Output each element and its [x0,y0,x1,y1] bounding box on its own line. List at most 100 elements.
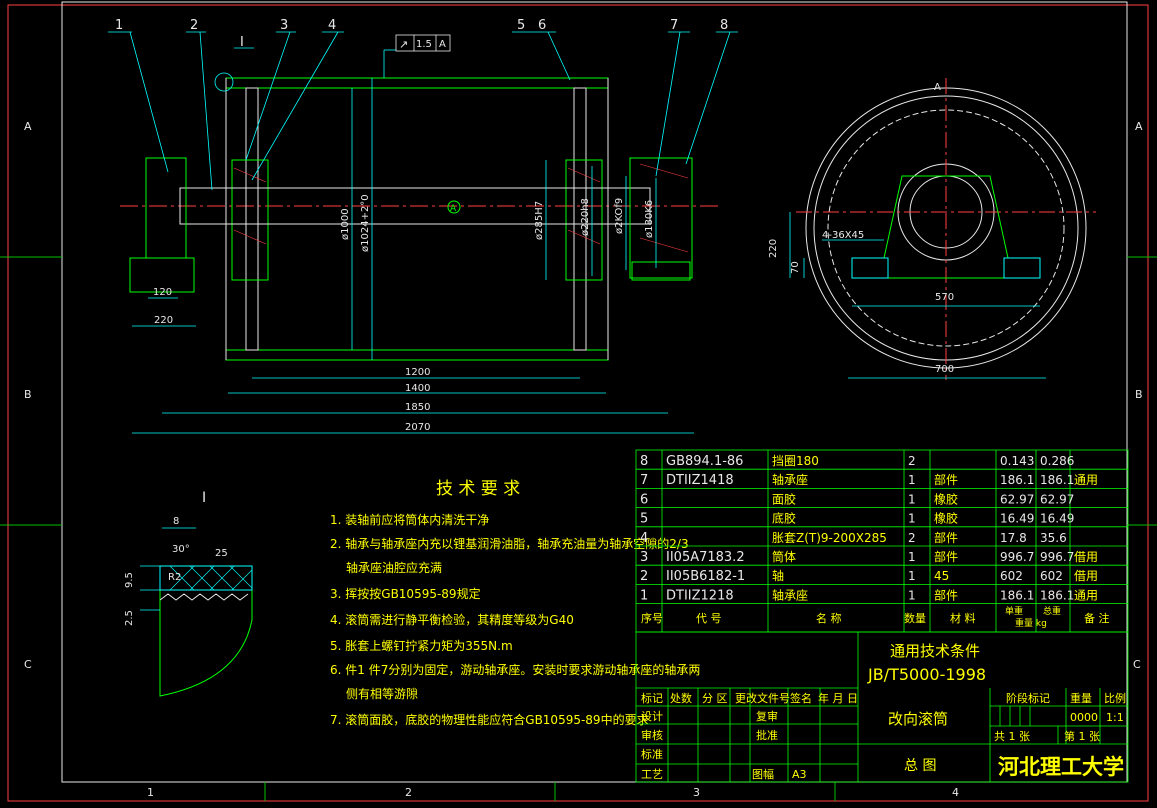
bom-cell-mat: 部件 [934,549,958,564]
bom-cell-name: 轴 [772,568,784,583]
bom-cell-qty: 1 [908,550,916,564]
callout-8: 8 [720,18,728,33]
bom-cell-code: II05B6182-1 [666,569,745,584]
bom-cell-w2: 186.1 [1040,588,1074,602]
dim-d1000: ø1000 [340,208,351,240]
bom-cell-no: 3 [640,550,648,565]
bom-cell-qty: 1 [908,569,916,583]
tolerance-datum: A [439,39,446,50]
dim-d2k: ø2KOf9 [614,198,625,234]
dim-120: 120 [153,287,172,298]
callout-leaders [108,31,738,191]
bom-cell-name: 胀套Z(T)9-200X285 [772,531,887,545]
bom-cell-qty: 1 [908,512,916,526]
datum-label: A [450,204,457,214]
tb-sheets-total: 共 1 张 [994,730,1030,743]
bom-cell-w1: 186.1 [1000,473,1034,487]
bom-cell-code: GB894.1-86 [666,454,743,469]
bom-cell-qty: 2 [908,531,916,545]
zone-col-2: 2 [405,786,412,799]
side-chamfer: 4-36X45 [822,230,864,241]
spec-number: JB/T5000-1998 [867,665,986,684]
bom-cell-mat: 部件 [934,472,958,487]
tb-label-design: 设计 [641,710,663,723]
side-dim-700: 700 [935,364,954,375]
tb-label-recheck: 复审 [756,709,778,723]
side-dim-70: 70 [790,261,801,274]
dim-d285: ø285H7 [534,201,545,240]
detail-dim-25: 25 [215,548,228,559]
tb-sheet-number: 第 1 张 [1064,729,1100,743]
tb-label-sheetsize: 图幅 [752,768,774,781]
requirement-6: 6. 件1 件7分别为固定，游动轴承座。安装时要求游动轴承座的轴承两 [330,662,700,677]
side-view-text: A 220 70 570 700 4-36X45 [768,82,954,375]
callout-4: 4 [328,18,336,33]
tb-label-changefile: 更改文件号 [735,691,790,705]
bom-cell-no: 6 [640,492,648,507]
front-dimension-lines [132,49,694,434]
side-dim-220: 220 [768,239,779,258]
detail-dim-25b: 2.5 [124,610,135,626]
bom-cell-mat: 橡胶 [934,491,958,506]
bom-header-w2: 总重 [1043,605,1061,617]
bom-cell-qty: 1 [908,492,916,506]
dim-2070: 2070 [405,422,430,433]
zone-row-a-right: A [1135,120,1143,133]
tolerance-frame: ↗ 1.5 A [395,34,451,52]
bom-cell-w1: 62.97 [1000,492,1034,506]
tb-label-approve: 批准 [756,728,778,742]
detail-dim-r2: R2 [168,572,181,583]
bom-cell-name: 面胶 [772,491,796,506]
requirement-2b: 轴承座油腔应充满 [346,560,442,575]
bom-header-name: 名 称 [816,611,842,625]
zone-col-4: 4 [952,786,959,799]
callout-6: 6 [538,18,546,33]
side-view [789,78,1096,380]
bom-cell-w2: 16.49 [1040,512,1074,526]
zone-labels: A B C A B C 1 2 3 4 [24,120,1143,799]
callout-5: 5 [517,18,525,33]
side-dim-570: 570 [935,292,954,303]
dim-d220: ø220h8 [580,198,591,236]
requirement-7: 7. 滚筒面胶，底胶的物理性能应符合GB10595-89中的要求 [330,712,649,727]
bom-cell-code: DTIIZ1218 [666,588,734,603]
bom-header: 序号 代 号 名 称 数量 材 料 单重 总重 重量 kg 备 注 [641,605,1110,629]
part-name: 改向滚筒 [888,710,948,728]
zone-row-a: A [24,120,32,133]
bom-cell-name: 筒体 [772,549,796,564]
bom-header-no: 序号 [641,611,663,625]
bom-cell-no: 4 [640,531,648,546]
bom-cell-w1: 16.49 [1000,512,1034,526]
tb-label-stage: 阶段标记 [1006,691,1050,705]
bom-cell-note: 通用 [1074,473,1098,487]
detail-title: I [202,490,206,506]
bom-cell-qty: 1 [908,473,916,487]
tb-sheetsize-value: A3 [792,768,807,781]
bom-cell-w2: 62.97 [1040,492,1074,506]
dim-1400: 1400 [405,383,430,394]
tb-scale-value: 1:1 [1106,711,1124,724]
callout-3: 3 [280,18,288,33]
side-view-label: A [934,82,941,93]
bom-header-qty: 数量 [904,612,926,625]
dim-1200: 1200 [405,367,430,378]
tb-label-zone: 分 区 [702,692,728,705]
bom-cell-mat: 橡胶 [934,511,958,526]
shell-top [225,77,609,89]
bom-header-w1: 单重 [1005,605,1023,617]
requirement-4: 4. 滚筒需进行静平衡检验，其精度等级为G40 [330,612,574,627]
bom-cell-w1: 17.8 [1000,531,1027,545]
bom-cell-note: 借用 [1074,550,1098,564]
requirements-title: 技 术 要 求 [436,479,520,499]
callout-7: 7 [670,18,678,33]
zone-row-c: C [24,658,32,671]
tb-label-date: 年 月 日 [818,691,858,705]
bom-cell-w2: 35.6 [1040,531,1067,545]
bom-header-mat: 材 料 [950,611,976,625]
spec-standard: 通用技术条件 [890,642,980,660]
bom-cell-note: 借用 [1074,569,1098,583]
front-view [120,77,720,361]
bom-cell-mat: 部件 [934,530,958,545]
runout-icon: ↗ [399,38,408,51]
